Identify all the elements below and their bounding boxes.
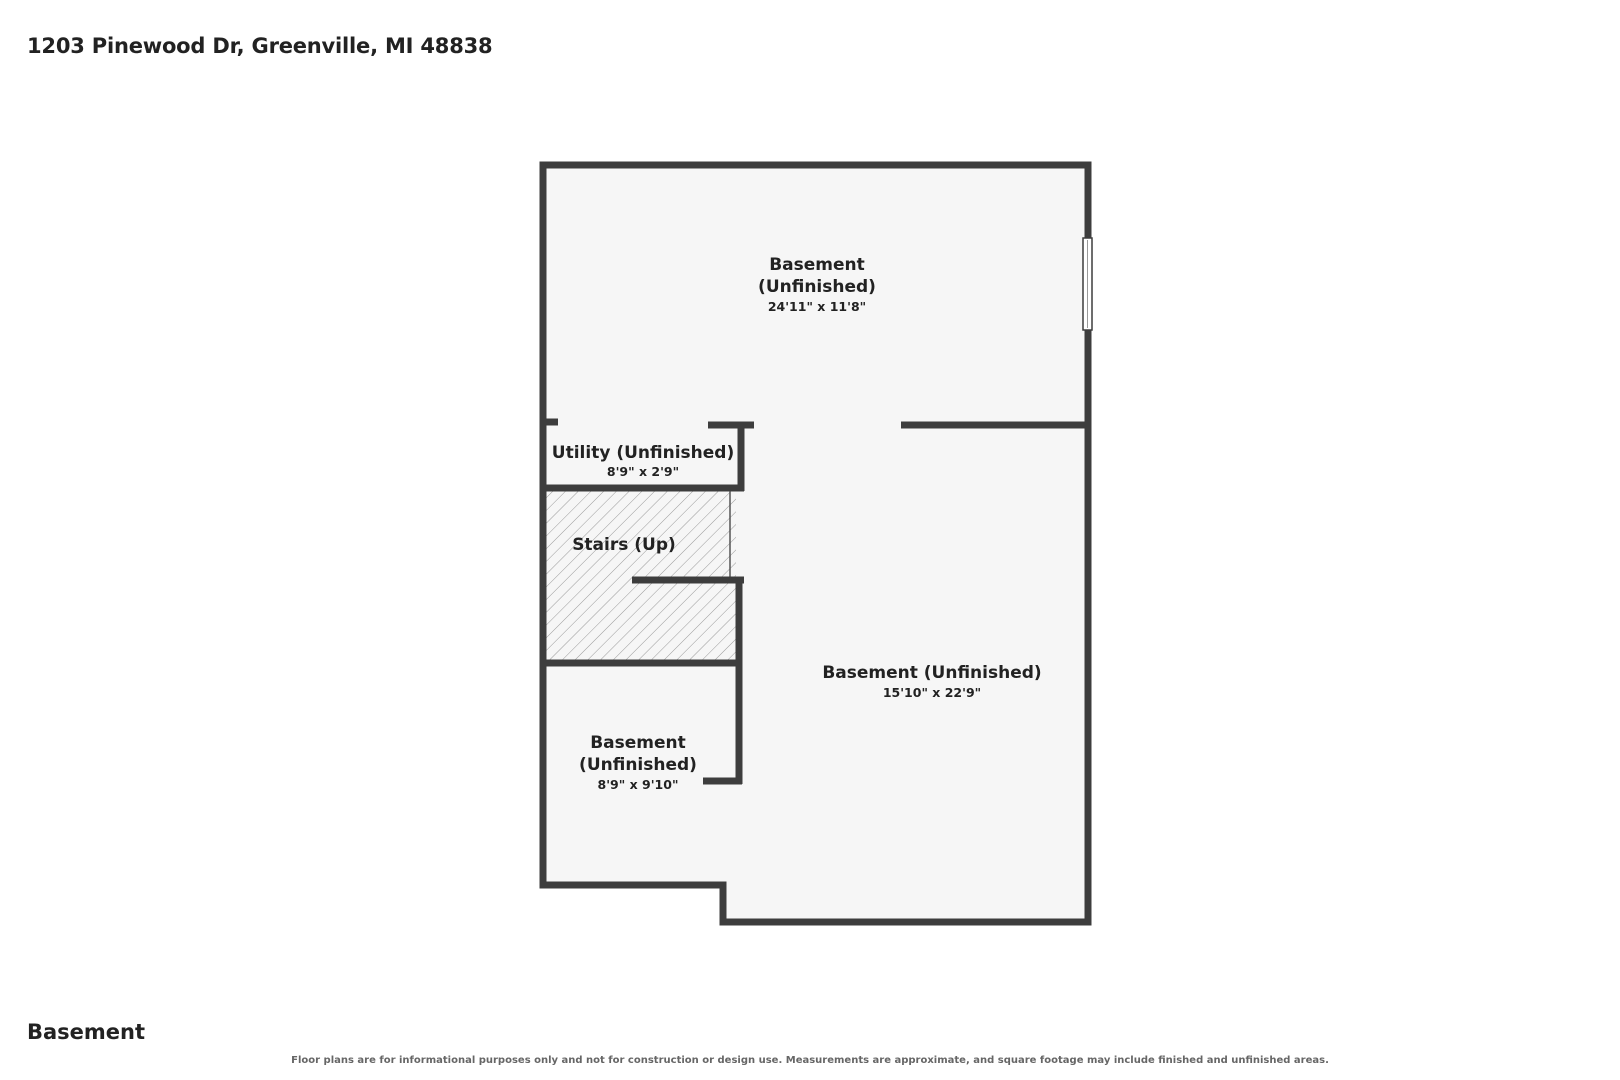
room-name: Utility (Unfinished) [552, 443, 734, 463]
room-stairs-label: Stairs (Up) [572, 535, 676, 555]
room-name: (Unfinished) [758, 277, 876, 297]
room-small-basement-label: Basement (Unfinished) 8'9" x 9'10" [579, 733, 697, 792]
floor-name: Basement [27, 1020, 146, 1044]
room-top-basement-label: Basement (Unfinished) 24'11" x 11'8" [758, 255, 876, 314]
outer-wall [539, 161, 1092, 926]
room-name: Basement (Unfinished) [822, 663, 1041, 683]
room-name: (Unfinished) [579, 755, 697, 775]
room-dimensions: 8'9" x 2'9" [607, 464, 679, 479]
room-dimensions: 24'11" x 11'8" [768, 299, 866, 314]
room-main-basement-label: Basement (Unfinished) 15'10" x 22'9" [822, 663, 1041, 700]
floor-area [543, 165, 1088, 922]
room-utility-label: Utility (Unfinished) 8'9" x 2'9" [552, 443, 734, 479]
room-dimensions: 15'10" x 22'9" [883, 685, 981, 700]
disclaimer: Floor plans are for informational purpos… [291, 1055, 1329, 1066]
room-name: Basement [769, 255, 865, 275]
room-name: Stairs (Up) [572, 535, 676, 555]
room-dimensions: 8'9" x 9'10" [598, 777, 679, 792]
stairs-area [546, 491, 736, 660]
property-address: 1203 Pinewood Dr, Greenville, MI 48838 [27, 34, 493, 58]
room-name: Basement [590, 733, 686, 753]
